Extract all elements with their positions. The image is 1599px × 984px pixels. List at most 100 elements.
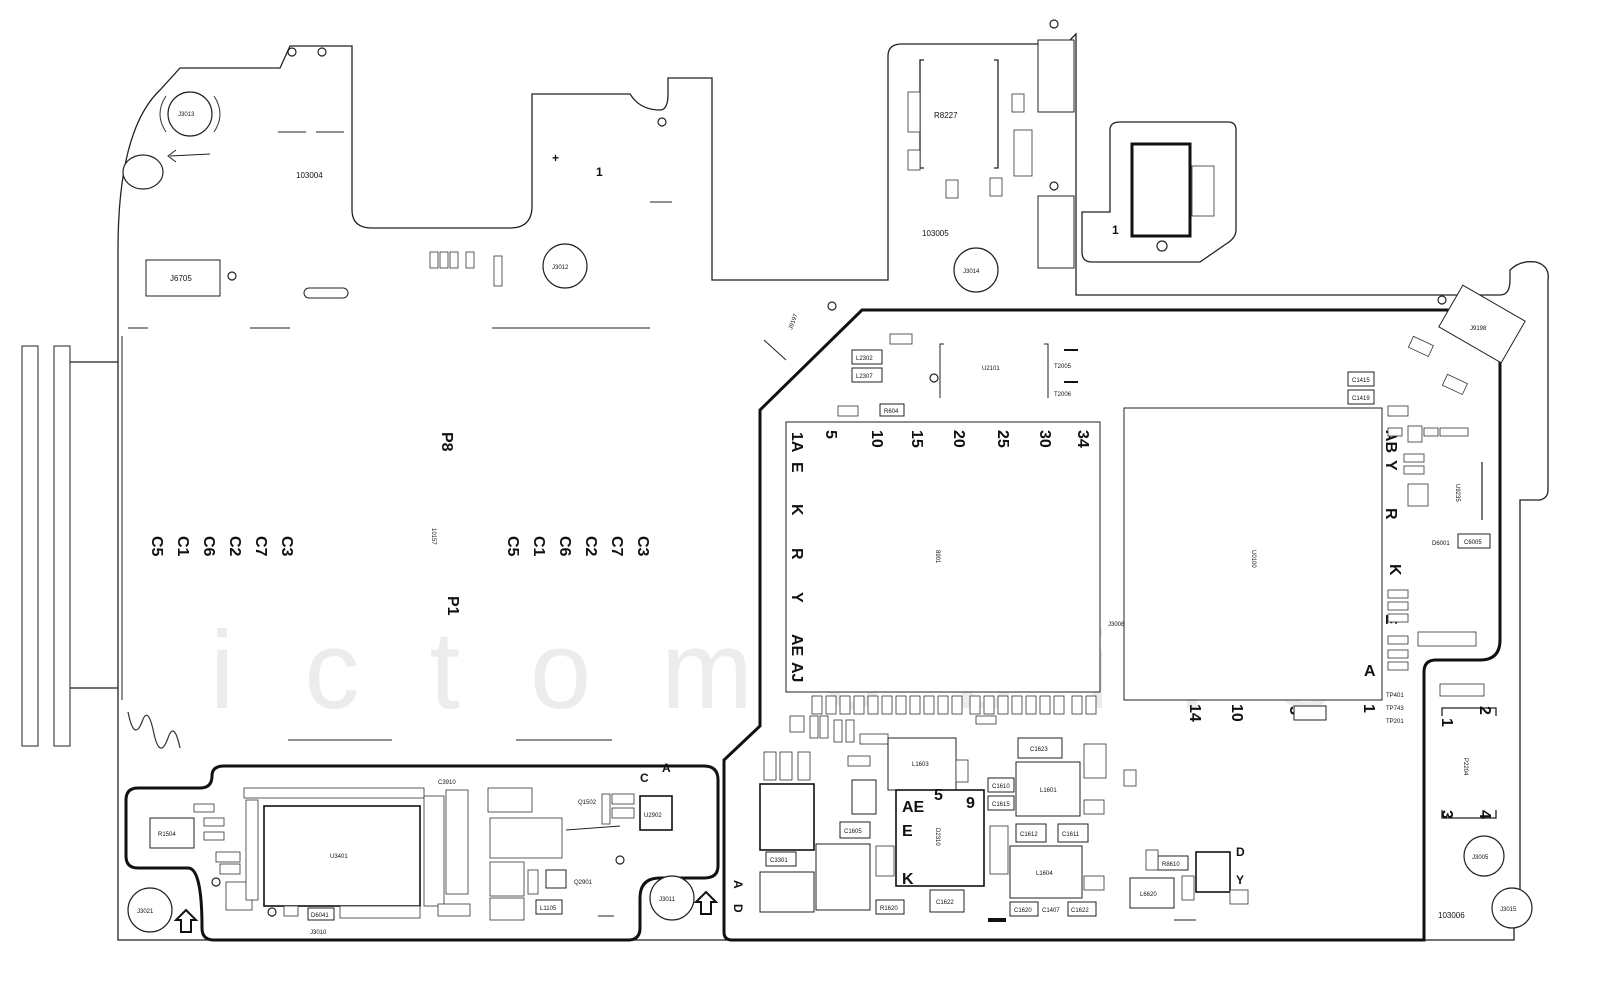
sim-connector-frame <box>121 327 650 749</box>
svg-text:U0100: U0100 <box>1250 550 1256 568</box>
soc-col-5: 30 <box>1036 430 1053 448</box>
sim-left-pin-3: C2 <box>226 536 243 557</box>
inductor-l1603: L1603 <box>887 737 957 791</box>
u0100-bottom-0: 14 <box>1186 704 1203 722</box>
up-arrow-left <box>173 908 199 933</box>
svg-text:C1419: C1419 <box>1352 396 1370 402</box>
svg-text:Q2901: Q2901 <box>574 880 593 886</box>
svg-text:U2101: U2101 <box>982 366 1000 372</box>
side-connector <box>21 345 118 747</box>
sim-right-pin-1: C1 <box>530 536 547 557</box>
sim-left-pin-4: C7 <box>252 536 269 557</box>
sim-p1-label: P1 <box>444 596 461 616</box>
svg-text:L6620: L6620 <box>1140 892 1157 898</box>
hole-j3021: J3021 <box>127 887 173 933</box>
svg-text:J3015: J3015 <box>1500 907 1517 913</box>
svg-text:C: C <box>640 771 649 785</box>
c1615: C1615 <box>987 795 1015 811</box>
svg-text:R8610: R8610 <box>1162 862 1180 868</box>
board-outline <box>117 32 1549 941</box>
plus-mark: + <box>552 151 559 165</box>
svg-text:10157: 10157 <box>430 528 436 545</box>
c1609 <box>1083 743 1107 779</box>
svg-text:R1620: R1620 <box>880 906 898 912</box>
pmu-d2310: D2310 5 9 AE E K <box>895 787 985 888</box>
svg-text:C1610: C1610 <box>992 784 1010 790</box>
soc-col-3: 20 <box>950 430 967 448</box>
u9235: U9235 <box>1454 462 1483 520</box>
pad-q-f <box>847 755 871 767</box>
hole-j3013: J3013 <box>159 91 221 137</box>
ic-u3401: U3401 <box>263 805 421 907</box>
soc-col-6: 34 <box>1074 430 1091 448</box>
svg-text:C1623: C1623 <box>1030 747 1048 753</box>
connector-j6705: J6705 <box>145 259 221 297</box>
pin-label-a: A <box>731 880 745 889</box>
ic-u1607 <box>851 779 877 815</box>
soc-row-1: E <box>788 462 805 473</box>
pmu-col-0: 5 <box>934 787 943 804</box>
svg-text:C3910: C3910 <box>438 780 456 786</box>
d6001: D6001 <box>1432 541 1450 547</box>
sim-connector: P8 P1 10157 C5 C1 C6 C2 C7 C3 C5 C1 C6 C… <box>148 432 651 616</box>
svg-text:J9198: J9198 <box>1470 326 1487 332</box>
soc-col-0: 5 <box>822 430 839 439</box>
sim-right-pin-5: C3 <box>634 536 651 557</box>
sim-right-pin-4: C7 <box>608 536 625 557</box>
sim-right-pin-0: C5 <box>504 536 521 557</box>
sim-right-pin-3: C2 <box>582 536 599 557</box>
vias <box>211 19 1447 917</box>
svg-text:C1407: C1407 <box>1042 908 1060 914</box>
svg-text:C1622: C1622 <box>936 900 954 906</box>
d6041: D6041 <box>307 907 335 921</box>
c1611: C1611 <box>1057 823 1089 843</box>
hole-j3014: J3014 <box>953 247 999 293</box>
ic-u0100: U0100 AB Y R K E A 14 10 5 1 <box>1123 407 1403 722</box>
c9922-a <box>1407 335 1434 358</box>
p2204-pin-1: 1 <box>1438 718 1455 727</box>
svg-text:C1620: C1620 <box>1014 908 1032 914</box>
sim-left-pin-1: C1 <box>174 536 191 557</box>
sim-left-pin-0: C5 <box>148 536 165 557</box>
svg-text:L2302: L2302 <box>856 356 873 362</box>
connector-top-right-b <box>1037 195 1075 269</box>
svg-text:C1615: C1615 <box>992 802 1010 808</box>
svg-text:D6001: D6001 <box>1432 541 1450 547</box>
inductor-l1604: L1604 <box>1009 845 1083 899</box>
svg-text:C3301: C3301 <box>770 858 788 864</box>
c9922-b <box>1441 373 1468 396</box>
r1620: R1620 <box>875 899 905 915</box>
svg-text:J3013: J3013 <box>178 112 195 118</box>
svg-text:J3014: J3014 <box>963 269 980 275</box>
resistor-r1504: R1504 <box>149 817 195 849</box>
t2005: T2005 <box>1054 349 1078 370</box>
c3301: C3301 <box>765 851 797 867</box>
p2204-pin-4: 4 <box>1476 810 1493 819</box>
hole-j3015: J3015 <box>1491 887 1533 929</box>
c1620: C1620 <box>1009 901 1039 917</box>
shield-island <box>1081 121 1237 263</box>
svg-text:TP401: TP401 <box>1386 693 1404 699</box>
svg-text:U3401: U3401 <box>330 854 348 860</box>
hole-j3012: J3012 <box>542 243 588 289</box>
svg-text:L1601: L1601 <box>1040 788 1057 794</box>
sim-right-pin-2: C6 <box>556 536 573 557</box>
c3910: C3910 <box>438 780 456 786</box>
svg-text:C1415: C1415 <box>1352 378 1370 384</box>
c1605: C1605 <box>839 821 871 839</box>
ic-u2902: U2902 C A <box>639 761 673 831</box>
board-id-103006: 103006 <box>1438 911 1465 920</box>
svg-text:J3012: J3012 <box>552 265 569 271</box>
pin-label-d: D <box>731 904 745 913</box>
soc-8901: 8901 5 10 15 20 25 30 34 1A E K R Y AE A… <box>785 421 1101 693</box>
sim-left-pin-5: C3 <box>278 536 295 557</box>
svg-text:J3021: J3021 <box>137 909 154 915</box>
chip-left-bottom <box>759 871 815 913</box>
u0100-bottom-3: 1 <box>1360 704 1377 713</box>
u3401-pad-ring <box>243 787 471 919</box>
soc-row-4: Y <box>788 592 805 603</box>
inductor-l6620: L6620 <box>1129 877 1175 909</box>
c1612: C1612 <box>1015 823 1047 843</box>
svg-text:A: A <box>662 761 671 775</box>
l1105: L1105 <box>535 899 563 915</box>
